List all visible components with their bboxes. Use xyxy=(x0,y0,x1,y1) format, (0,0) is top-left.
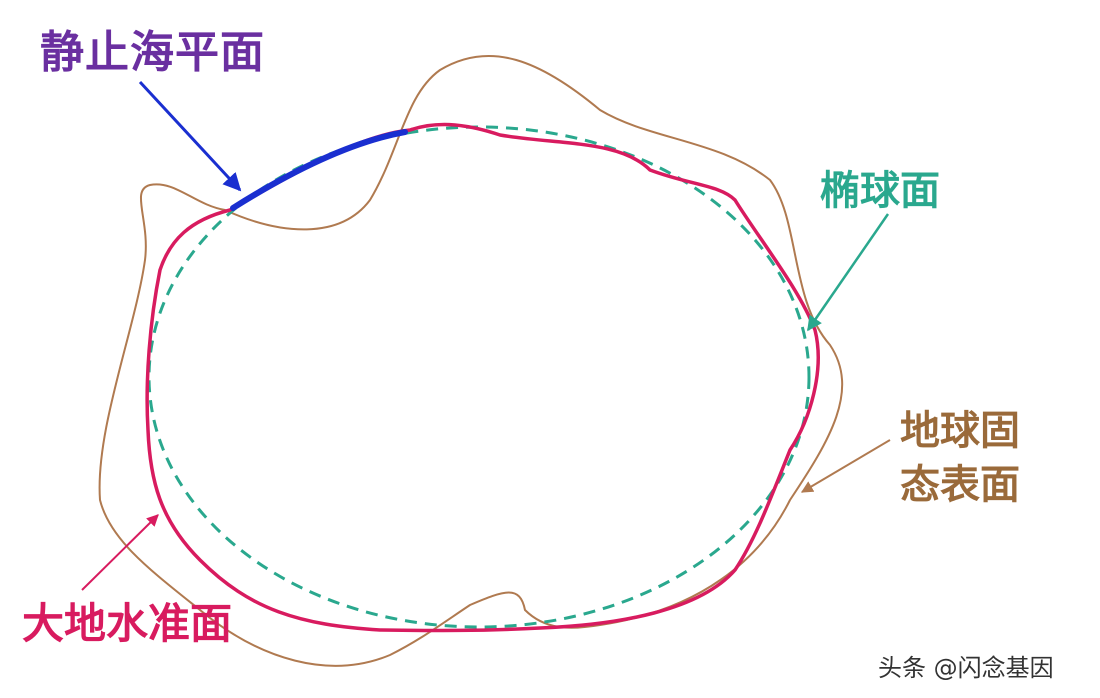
solid-surface-pointer xyxy=(800,439,891,493)
sea-surface-label: 静止海平面 xyxy=(40,27,265,78)
geoid-pointer xyxy=(81,514,159,591)
sea-surface-segment xyxy=(230,129,408,211)
solid-surface-label-line2: 态表面 xyxy=(900,462,1020,508)
geoid-curve xyxy=(145,122,820,633)
solid-surface-label-line1: 地球固 xyxy=(900,408,1020,454)
ellipsoid-label: 椭球面 xyxy=(820,168,940,214)
ellipsoid-curve xyxy=(147,125,811,629)
geoid-label: 大地水准面 xyxy=(22,599,233,648)
watermark: 头条 @闪念基因 xyxy=(878,654,1054,682)
sea-surface-pointer xyxy=(138,80,242,192)
ellipsoid-pointer xyxy=(806,213,890,332)
